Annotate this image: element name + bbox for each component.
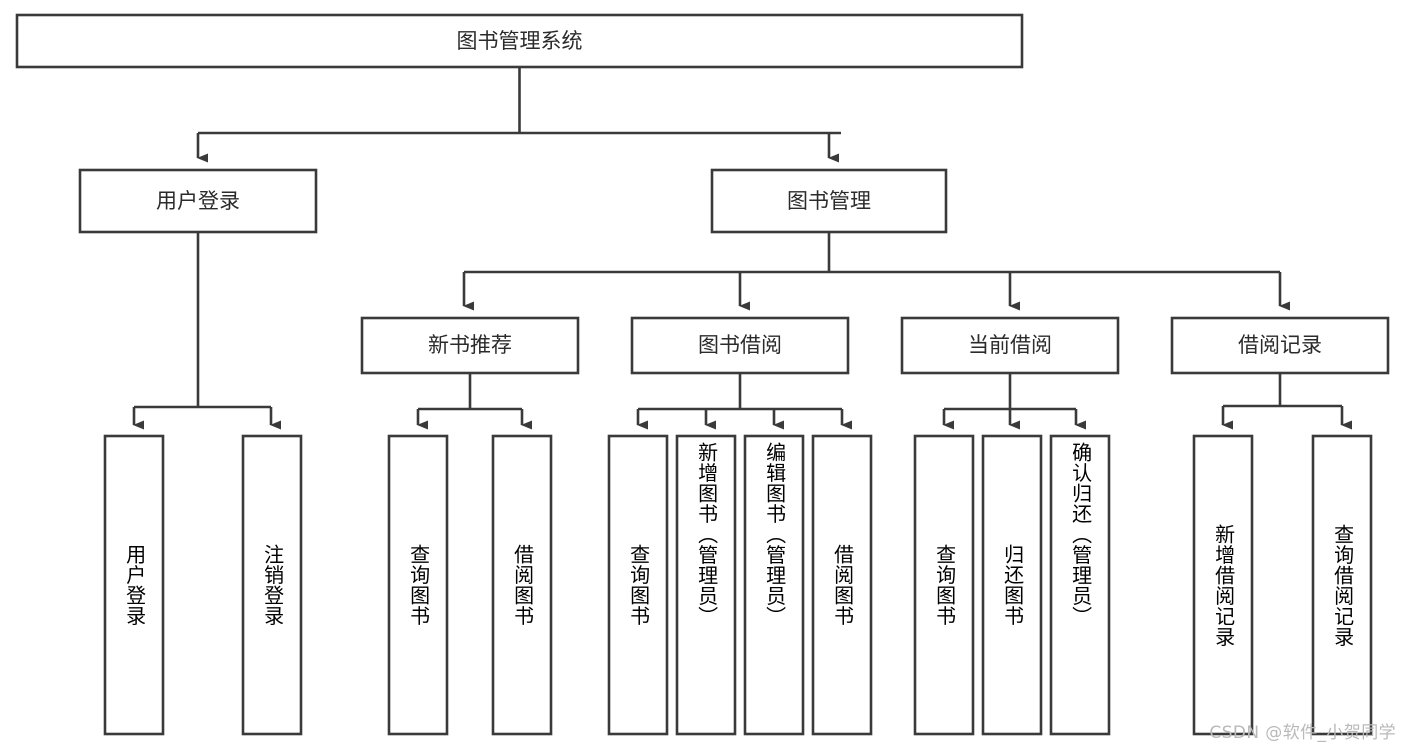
node-leaf-box-add-borrow-record[interactable] bbox=[1192, 434, 1254, 736]
node-leaf-box-query-book-2[interactable] bbox=[607, 434, 669, 736]
node-leaf-box-borrow-book-2[interactable] bbox=[811, 434, 873, 736]
node-new-book-recommend-label: 新书推荐 bbox=[428, 333, 512, 357]
node-book-management-label: 图书管理 bbox=[787, 189, 871, 213]
node-new-book-recommend-box bbox=[360, 316, 580, 375]
node-leaf-box-query-borrow-record[interactable] bbox=[1311, 434, 1373, 736]
node-book-management[interactable]: 图书管理 bbox=[710, 168, 948, 234]
node-root-label: 图书管理系统 bbox=[457, 29, 583, 53]
node-book-borrow-label: 图书借阅 bbox=[698, 333, 782, 357]
node-user-login[interactable]: 用户登录 bbox=[78, 168, 318, 234]
node-new-book-recommend[interactable]: 新书推荐 bbox=[360, 316, 580, 375]
node-book-management-box bbox=[710, 168, 948, 234]
node-leaf-box-user-login[interactable] bbox=[103, 434, 165, 736]
node-leaf-box-query-book-3[interactable] bbox=[913, 434, 975, 736]
node-leaf-box-confirm-return[interactable] bbox=[1049, 434, 1111, 736]
node-leaf-box-add-book[interactable] bbox=[675, 434, 737, 736]
node-current-borrow-label: 当前借阅 bbox=[968, 333, 1052, 357]
node-leaf-box-logout[interactable] bbox=[241, 434, 303, 736]
node-leaf-box-query-book-1[interactable] bbox=[387, 434, 449, 736]
node-current-borrow[interactable]: 当前借阅 bbox=[900, 316, 1120, 375]
node-leaf-box-borrow-book-1[interactable] bbox=[491, 434, 553, 736]
node-leaf-box-return-book[interactable] bbox=[981, 434, 1043, 736]
node-root[interactable]: 图书管理系统 bbox=[15, 13, 1024, 69]
node-borrow-record-box bbox=[1170, 316, 1390, 375]
node-leaf-box-edit-book[interactable] bbox=[743, 434, 805, 736]
node-root-box bbox=[15, 13, 1024, 69]
node-user-login-label: 用户登录 bbox=[156, 189, 240, 213]
node-user-login-box bbox=[78, 168, 318, 234]
node-borrow-record-label: 借阅记录 bbox=[1238, 333, 1322, 357]
node-borrow-record[interactable]: 借阅记录 bbox=[1170, 316, 1390, 375]
node-book-borrow[interactable]: 图书借阅 bbox=[630, 316, 850, 375]
node-current-borrow-box bbox=[900, 316, 1120, 375]
node-book-borrow-box bbox=[630, 316, 850, 375]
watermark: CSDN @软件_小贺同学 bbox=[1209, 723, 1396, 743]
